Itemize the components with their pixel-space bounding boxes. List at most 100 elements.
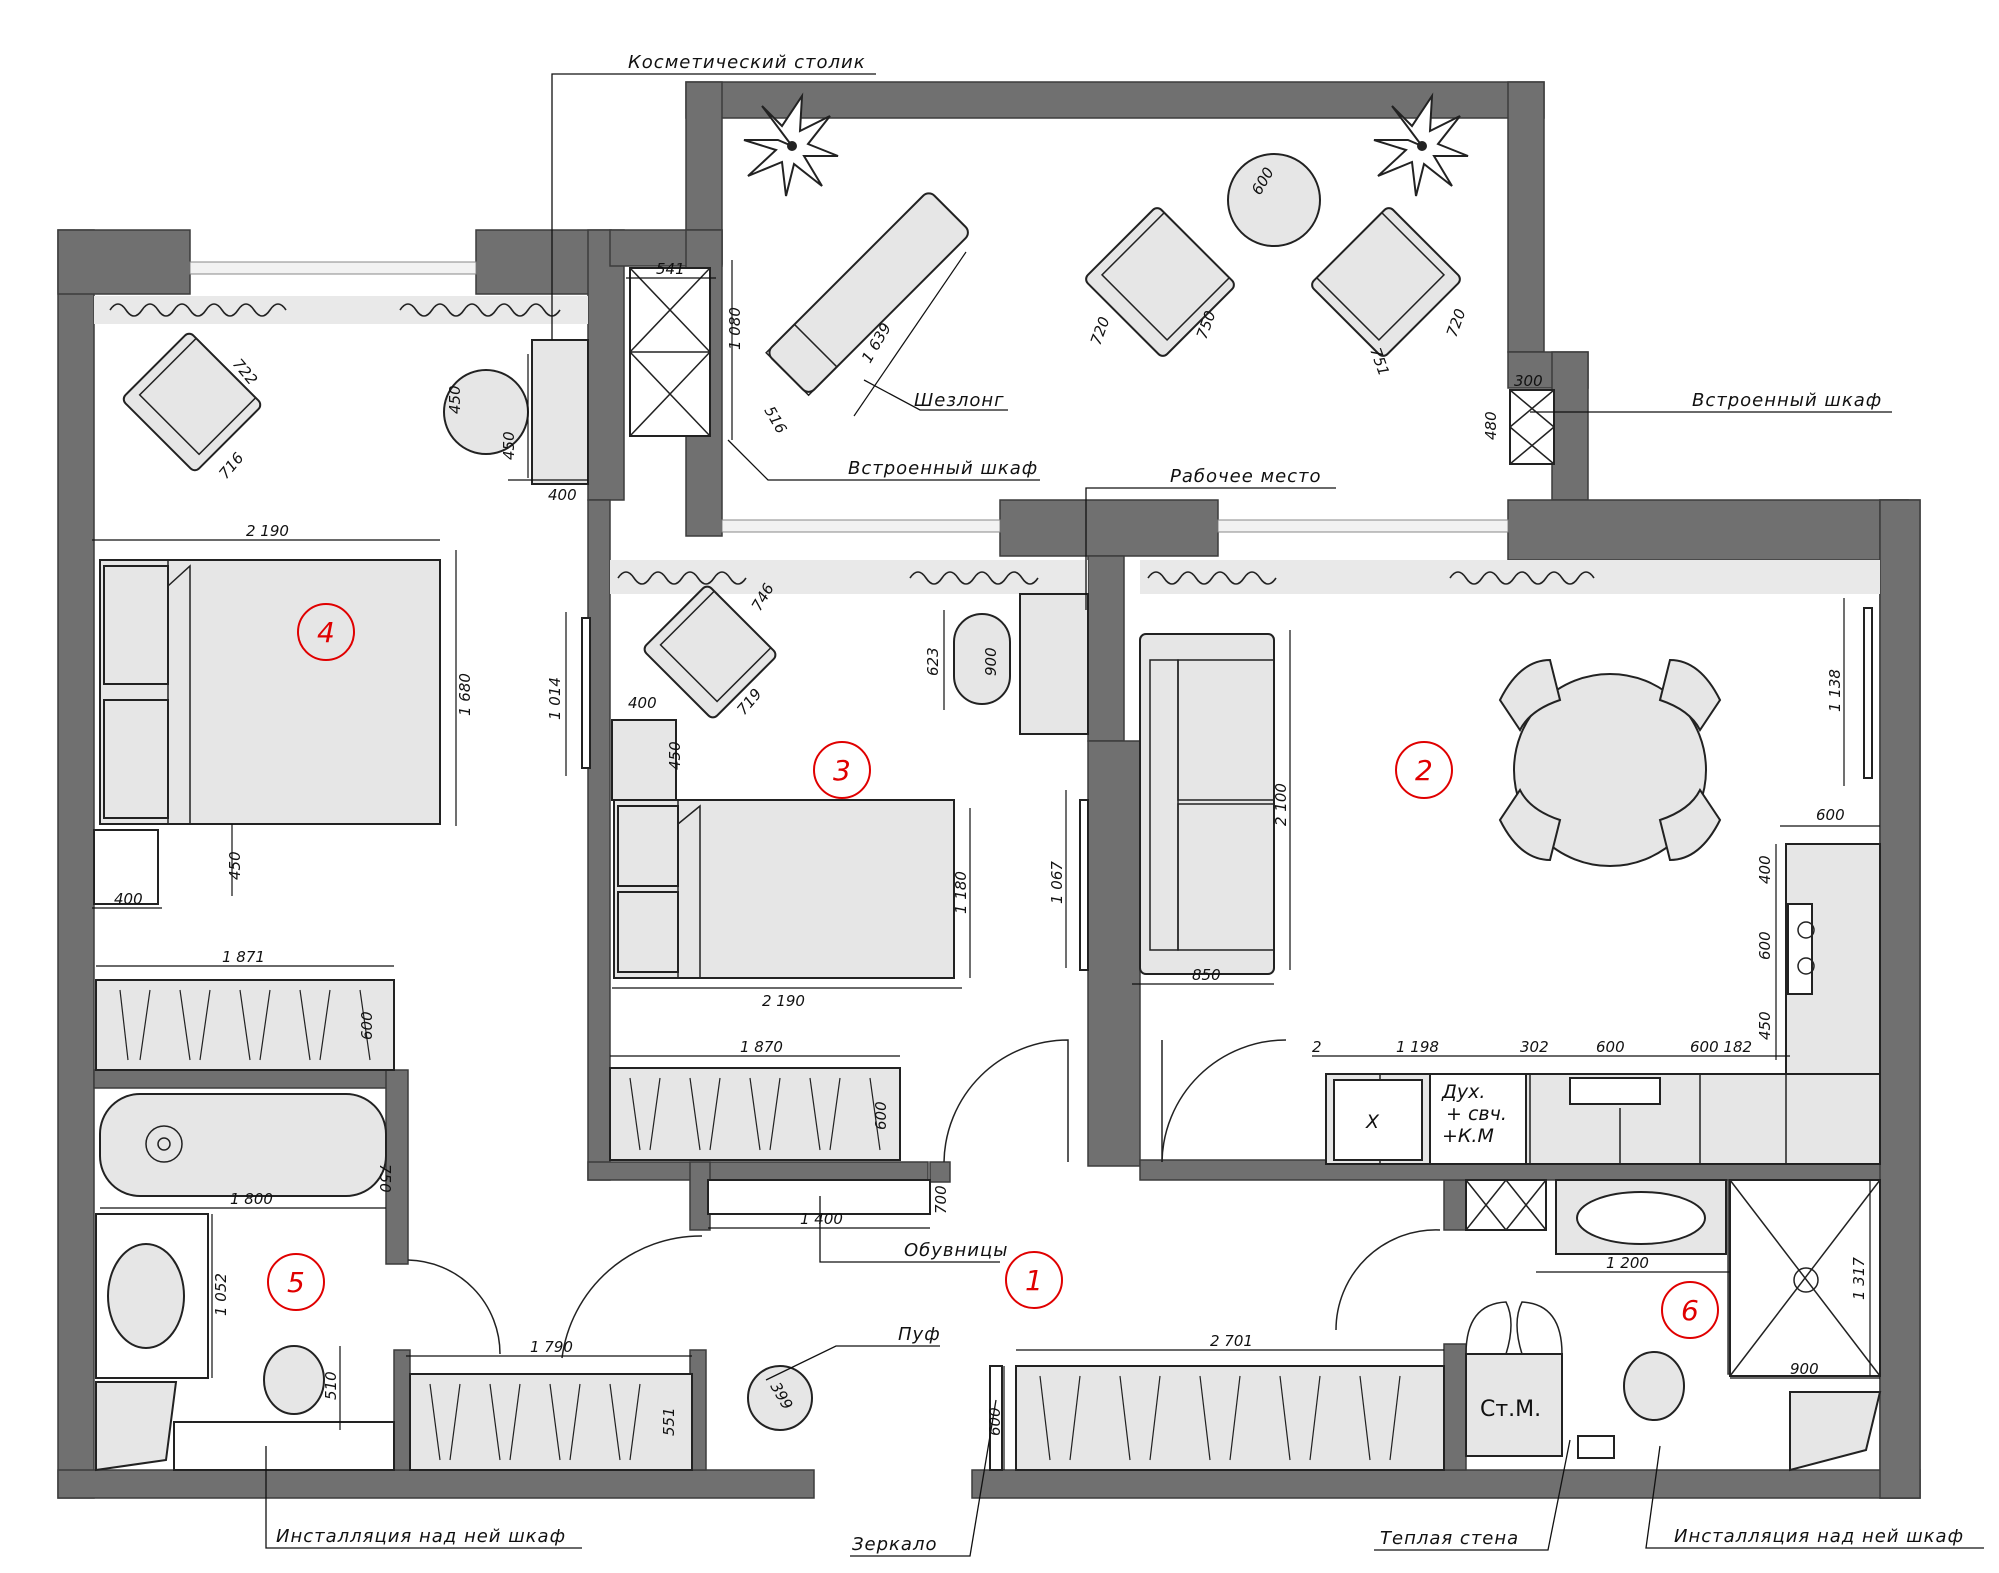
double-bed	[99, 559, 441, 825]
dim-label: 600	[358, 1011, 376, 1040]
dim-label: 720	[1443, 306, 1470, 339]
wardrobe	[409, 1373, 693, 1471]
dim-label: 1 067	[1048, 861, 1066, 904]
dining-table	[1498, 658, 1722, 867]
builtin-wardrobe	[629, 267, 711, 437]
mirror	[1079, 799, 1089, 971]
dim-label: 1 052	[212, 1273, 230, 1316]
dim-label: 450	[666, 741, 684, 770]
oven-label: Дух.	[1441, 1081, 1485, 1103]
dim-label: 480	[1482, 411, 1500, 440]
dim-label: 1 198	[1396, 1038, 1439, 1056]
room-1: 1	[407, 1039, 1445, 1471]
room-number: 2	[1415, 754, 1433, 787]
dim-label: 400	[114, 890, 143, 908]
dim-label: 400	[548, 486, 577, 504]
dim-label: 600	[1756, 931, 1774, 960]
dim-label: 516	[761, 403, 791, 437]
builtin-wardrobe	[1509, 389, 1555, 465]
dim-label: 2 190	[246, 522, 289, 540]
dim-label: 541	[656, 260, 685, 278]
dim-label: 1 870	[740, 1038, 783, 1056]
room-number-circle	[1005, 1251, 1063, 1309]
oven-label: + свч.	[1446, 1103, 1507, 1125]
toilet	[263, 1345, 325, 1415]
single-bed	[613, 799, 955, 979]
nightstand	[611, 719, 677, 801]
label-shoe-racks: Обувницы	[904, 1240, 1008, 1261]
dim-label: 720	[1087, 314, 1114, 347]
dim-label: 900	[982, 647, 1000, 676]
label-workplace: Рабочее место	[1170, 466, 1322, 487]
shower	[1729, 1179, 1881, 1377]
walls	[57, 81, 1921, 1499]
washing-machine	[1465, 1301, 1563, 1457]
dim-label: 450	[1756, 1011, 1774, 1040]
dimension-lines	[92, 251, 1880, 1470]
dim-label: 510	[322, 1371, 340, 1400]
room-number: 3	[833, 754, 851, 787]
armchair	[1311, 207, 1461, 357]
dim-label: 700	[932, 1185, 950, 1214]
sink	[95, 1213, 209, 1379]
dim-label: 850	[1192, 966, 1221, 984]
room-number: 6	[1681, 1294, 1699, 1327]
dim-label: 2 100	[1272, 783, 1290, 826]
dim-label: 400	[628, 694, 657, 712]
dim-label: 551	[660, 1407, 678, 1436]
builtin-cabinet	[1465, 1179, 1547, 1231]
room-6: Ст.М. 6	[1465, 1179, 1882, 1472]
windows	[189, 261, 1509, 533]
sofa	[1139, 633, 1275, 975]
plant-icon	[1373, 92, 1469, 197]
oven-label: +К.М	[1442, 1125, 1494, 1147]
room-number-circle	[1661, 1281, 1719, 1339]
warm-wall	[1577, 1435, 1615, 1459]
room-number-circle	[1395, 741, 1453, 799]
installation	[173, 1421, 395, 1471]
room-number: 5	[287, 1266, 305, 1299]
dim-label: 1 317	[1850, 1257, 1868, 1300]
dim-label: 2 190	[762, 992, 805, 1010]
toilet	[1623, 1351, 1685, 1421]
work-desk	[1019, 593, 1089, 735]
dim-label: 1 790	[530, 1338, 573, 1356]
office-chair	[953, 613, 1011, 705]
dim-label: 2 701	[1210, 1332, 1253, 1350]
label-builtin-wardrobe: Встроенный шкаф	[848, 458, 1038, 479]
dim-label: 1 180	[952, 871, 970, 914]
chaise-longue	[765, 192, 969, 397]
room-4: 4	[93, 296, 589, 1071]
dim-label: 600	[1596, 1038, 1625, 1056]
room-number: 1	[1025, 1264, 1043, 1297]
label-warm-wall: Теплая стена	[1380, 1528, 1519, 1549]
dim-label: 600	[986, 1407, 1004, 1436]
wardrobe	[1015, 1365, 1445, 1471]
fridge-box	[1333, 1079, 1423, 1161]
label-installation: Инсталляция над ней шкаф	[276, 1526, 566, 1547]
room-3: 3	[581, 560, 1089, 1161]
room-number: 4	[317, 616, 335, 649]
loggia	[629, 92, 1555, 465]
room-number-circle	[267, 1253, 325, 1311]
round-table	[1227, 153, 1321, 247]
wardrobe	[95, 979, 395, 1071]
mirror	[989, 1365, 1003, 1471]
label-installation: Инсталляция над ней шкаф	[1674, 1526, 1964, 1547]
label-pouf: Пуф	[898, 1324, 941, 1345]
dim-label: 2	[1312, 1038, 1322, 1056]
dim-label: 1 400	[800, 1210, 843, 1228]
oven-box	[1429, 1073, 1527, 1165]
dim-label: 1 871	[222, 948, 265, 966]
dim-label: 302	[1520, 1038, 1549, 1056]
cosmetic-table	[531, 339, 589, 485]
shoe-rack	[707, 1179, 931, 1215]
dim-label: 900	[1790, 1360, 1819, 1378]
dim-label: 300	[1514, 372, 1543, 390]
dim-label: 600	[872, 1101, 890, 1130]
armchair	[122, 332, 262, 472]
dim-label: 623	[924, 647, 942, 676]
dim-label: 1 680	[456, 673, 474, 716]
label-chaise-longue: Шезлонг	[914, 390, 1005, 411]
